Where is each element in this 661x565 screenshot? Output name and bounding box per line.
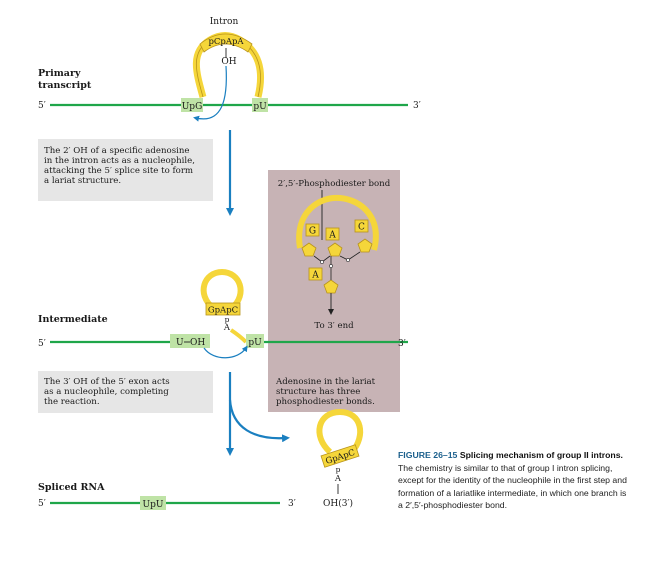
figure-number: FIGURE 26–15 [398, 450, 458, 460]
released-lariat [316, 408, 363, 455]
figure-body: The chemistry is similar to that of grou… [398, 462, 627, 511]
inset-to-end-label: To 3′ end [314, 321, 354, 331]
inset-base-c-box [354, 219, 369, 233]
figure-caption: FIGURE 26–15 Splicing mechanism of group… [398, 449, 628, 512]
three-prime-label-3: 3′ [288, 499, 296, 509]
intermediate-lariat-bases: GpApC [208, 306, 238, 316]
exon1-end-u: U [176, 338, 184, 348]
exon2-start-label: pU [253, 102, 267, 112]
step1-description-box [38, 139, 213, 201]
primary-transcript-label-2: transcript [38, 80, 92, 91]
step2-desc-3: the reaction. [44, 397, 100, 407]
inset-title: 2′,5′-Phosphodiester bond [278, 179, 391, 189]
intron-label: Intron [210, 17, 239, 27]
released-branch-p: p [336, 465, 341, 474]
splice-junction-box [140, 496, 166, 510]
inset-phosphate-3 [329, 264, 333, 268]
primary-transcript-label-1: Primary [38, 68, 81, 79]
step-arrow-branch [228, 399, 290, 443]
inset-desc-3: phosphodiester bonds. [276, 397, 375, 407]
five-prime-label-3: 5′ [38, 499, 46, 509]
intron-bases: pCpApA [208, 37, 244, 47]
inset-base-a: A [328, 231, 336, 241]
step2-description-box [38, 371, 213, 413]
step2-desc-1: The 3′ OH of the 5′ exon acts [44, 377, 170, 387]
intermediate-branch-a: A [223, 323, 231, 333]
exon1-end-label: UpG [182, 102, 203, 112]
exon2-box [252, 98, 268, 112]
step2-desc-2: as a nucleophile, completing [44, 387, 169, 397]
step1-desc-1: The 2′ OH of a specific adenosine [44, 146, 189, 156]
inset-base-a2: A [311, 271, 319, 281]
exon1-box [181, 98, 203, 112]
attack-arrow-2 [203, 345, 248, 359]
step1-desc-4: a lariat structure. [44, 176, 121, 186]
intron-cap [199, 33, 253, 53]
intermediate-lariat-box [205, 302, 241, 316]
five-prime-label-2: 5′ [38, 339, 46, 349]
exon1-oh-box [170, 334, 210, 348]
attack-arrow-1 [193, 65, 227, 122]
inset-base-a2-box [308, 267, 323, 281]
step1-desc-2: in the intron acts as a nucleophile, [44, 156, 195, 166]
intermediate-label: Intermediate [38, 314, 108, 325]
inset-sugar-1 [301, 242, 317, 257]
inset-phosphate-1 [320, 260, 324, 264]
three-prime-label-2: 3′ [398, 339, 406, 349]
inset-base-g-box [305, 223, 320, 237]
exon2-box-2 [246, 334, 264, 348]
five-prime-label: 5′ [38, 101, 46, 111]
inset-desc-1: Adenosine in the lariat [275, 377, 376, 387]
intermediate-tail [229, 328, 248, 344]
spliced-rna-label: Spliced RNA [38, 482, 105, 493]
exon1-oh: OH [190, 338, 205, 348]
inset-base-a-box [325, 227, 340, 241]
figure-title: Splicing mechanism of group II introns. [459, 450, 623, 460]
exon2-start-label-2: pU [248, 338, 262, 348]
released-lariat-box [320, 444, 360, 468]
inset-sugar-2 [327, 242, 343, 257]
inset-phosphate-2 [346, 258, 350, 262]
inset-desc-2: structure has three [276, 387, 360, 397]
inset-base-c: C [358, 223, 365, 233]
released-oh-label: OH(3′) [323, 498, 353, 509]
inset-sugar-4 [323, 279, 339, 294]
inset-base-g: G [309, 227, 316, 237]
splice-junction-label: UpU [143, 500, 164, 510]
inset-lariat-arc [296, 194, 379, 251]
three-prime-label: 3′ [413, 101, 421, 111]
intermediate-lariat [200, 268, 244, 311]
oh-label: OH [221, 57, 236, 67]
step1-desc-3: attacking the 5′ splice site to form [44, 166, 193, 176]
intermediate-branch-p: p [225, 315, 230, 324]
inset-sugar-3 [357, 238, 373, 253]
released-branch-a: A [334, 474, 342, 484]
